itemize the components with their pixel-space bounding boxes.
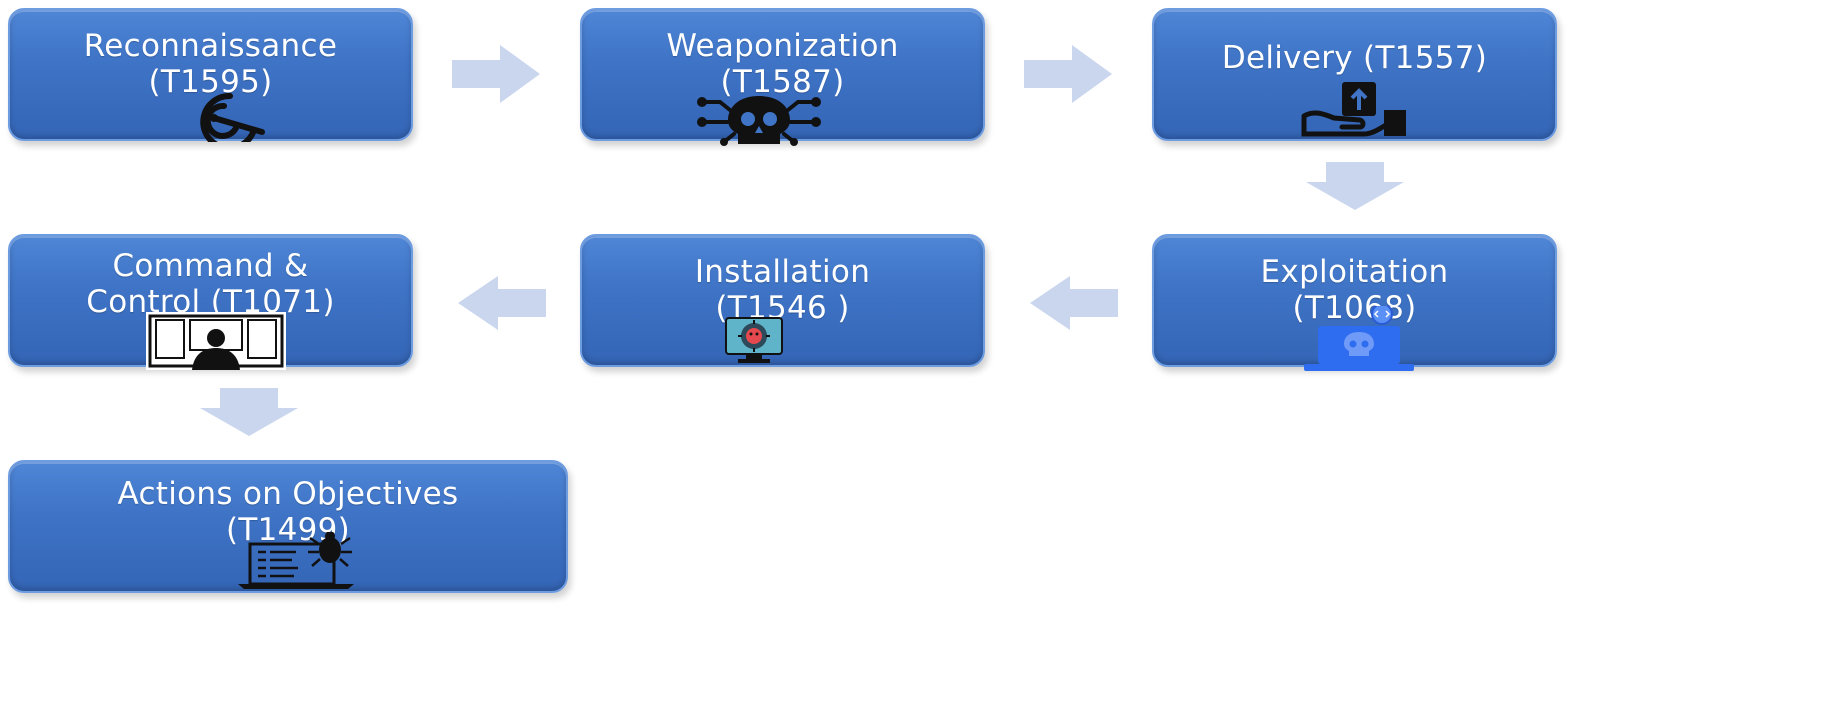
circuit-skull-icon — [697, 96, 821, 146]
arrow-down-2-icon — [200, 388, 298, 436]
operator-screens-icon — [146, 312, 286, 370]
stage-actions-on-objectives: Actions on Objectives (T1499) — [8, 460, 568, 593]
stage-exploitation-name: Exploitation — [1260, 254, 1449, 290]
stage-command-control: Command & Control (T1071) — [8, 234, 413, 370]
stage-weaponization-code: (T1587) — [720, 64, 845, 100]
arrow-right-2-icon — [1024, 45, 1112, 103]
stage-delivery: Delivery (T1557) — [1152, 8, 1557, 141]
stage-exploitation-code: (T1068) — [1292, 290, 1417, 326]
stage-reconnaissance: Reconnaissance (T1595) — [8, 8, 413, 142]
stage-weaponization: Weaponization (T1587) — [580, 8, 985, 146]
hand-package-icon — [1301, 82, 1406, 137]
arrow-right-1-icon — [452, 45, 540, 103]
stage-installation-name: Installation — [694, 254, 871, 290]
arrow-left-1-icon — [1030, 276, 1118, 330]
stage-reconnaissance-code: (T1595) — [148, 64, 273, 100]
laptop-skull-code-icon — [1304, 306, 1414, 371]
stage-installation: Installation (T1546 ) — [580, 234, 985, 367]
radar-icon — [200, 92, 265, 142]
stage-weaponization-name: Weaponization — [666, 28, 899, 64]
laptop-bug-icon — [238, 532, 354, 589]
arrow-down-1-icon — [1306, 162, 1404, 210]
stage-actions-name: Actions on Objectives — [117, 476, 459, 512]
stage-exploitation: Exploitation (T1068) — [1152, 234, 1557, 371]
arrow-left-2-icon — [458, 276, 546, 330]
stage-delivery-name: Delivery (T1557) — [1221, 40, 1488, 76]
monitor-virus-icon — [725, 317, 783, 363]
stage-command-control-line1: Command & — [112, 248, 309, 284]
stage-reconnaissance-name: Reconnaissance — [83, 28, 338, 64]
